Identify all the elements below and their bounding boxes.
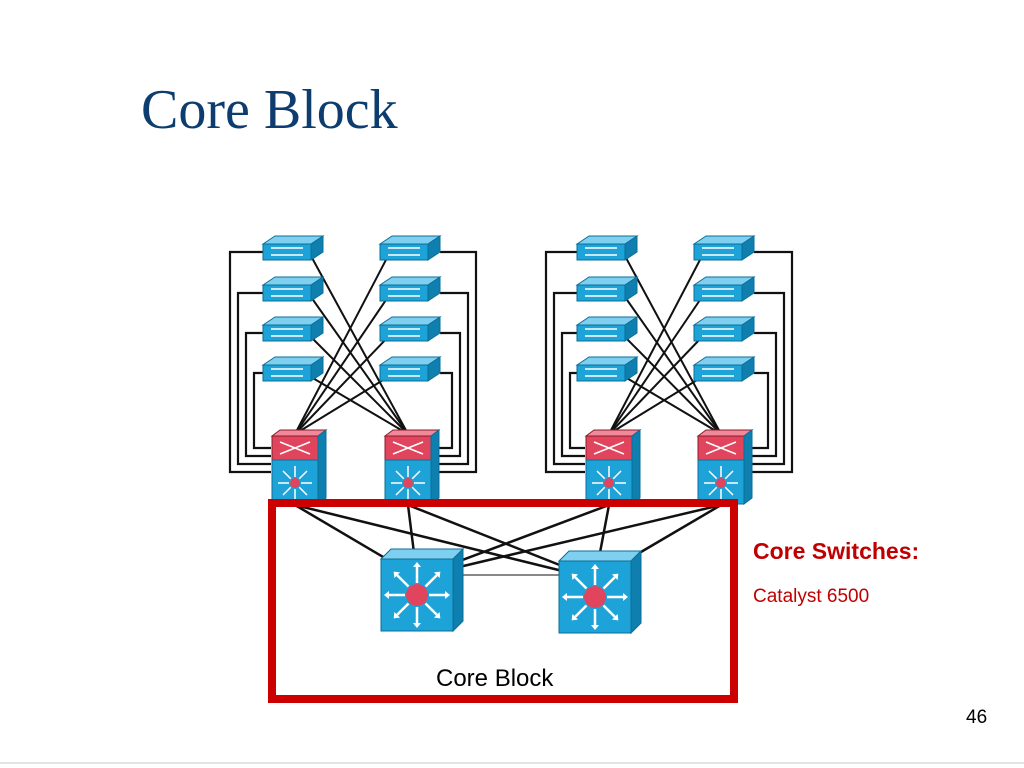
access-uplink [236,291,271,466]
access-uplink [438,250,478,474]
workgroup-switch-icon [575,316,639,342]
workgroup-switch-icon [378,276,442,302]
access-cross-link [624,296,722,435]
workgroup-switch-icon [261,276,325,302]
multilayer-switch-with-router-icon [696,429,754,505]
access-cross-link [294,376,389,435]
access-uplink [560,331,585,458]
access-cross-link [608,376,703,435]
page-title: Core Block [141,79,398,141]
access-cross-link [624,255,722,435]
distribution-core-link [416,503,722,579]
access-cross-link [624,336,722,435]
workgroup-switch-icon [261,316,325,342]
access-cross-link [294,336,389,435]
multilayer-switch-with-router-icon [584,429,642,505]
core-switches-model: Catalyst 6500 [753,586,870,607]
workgroup-switch-icon [378,356,442,382]
page-number: 46 [966,707,988,728]
workgroup-switch-icon [692,235,756,261]
access-cross-link [294,255,389,435]
access-uplink [568,371,585,450]
access-cross-link [608,336,703,435]
access-uplink [751,250,794,474]
access-cross-link [294,296,389,435]
multilayer-switch-icon [557,549,643,635]
multilayer-switch-icon [379,547,465,633]
access-uplink [228,250,271,474]
workgroup-switch-icon [378,235,442,261]
core-switches-heading: Core Switches: [753,538,920,564]
multilayer-switch-with-router-icon [270,429,328,505]
multilayer-switch-with-router-icon [383,429,441,505]
workgroup-switch-icon [378,316,442,342]
access-cross-link [310,255,409,435]
workgroup-switch-icon [261,235,325,261]
access-cross-link [624,376,722,435]
access-cross-link [310,376,409,435]
access-uplink [438,291,470,466]
access-cross-link [310,336,409,435]
workgroup-switch-icon [692,356,756,382]
access-uplink [244,331,271,458]
core-block-label: Core Block [436,665,554,692]
access-uplink [438,371,454,450]
access-cross-link [608,255,703,435]
access-uplink [544,250,585,474]
workgroup-switch-icon [261,356,325,382]
access-cross-link [608,296,703,435]
access-uplink [552,291,585,466]
workgroup-switch-icon [575,235,639,261]
access-uplink [751,291,786,466]
workgroup-switch-icon [575,276,639,302]
access-uplink [438,331,462,458]
core-block-frame [268,499,738,703]
distribution-core-link [294,503,596,581]
bottom-divider [0,762,1024,764]
nodes-layer [261,235,756,635]
workgroup-switch-icon [692,276,756,302]
workgroup-switch-icon [575,356,639,382]
access-uplink [751,371,770,450]
workgroup-switch-icon [692,316,756,342]
access-uplink [751,331,778,458]
access-uplink [252,371,271,450]
